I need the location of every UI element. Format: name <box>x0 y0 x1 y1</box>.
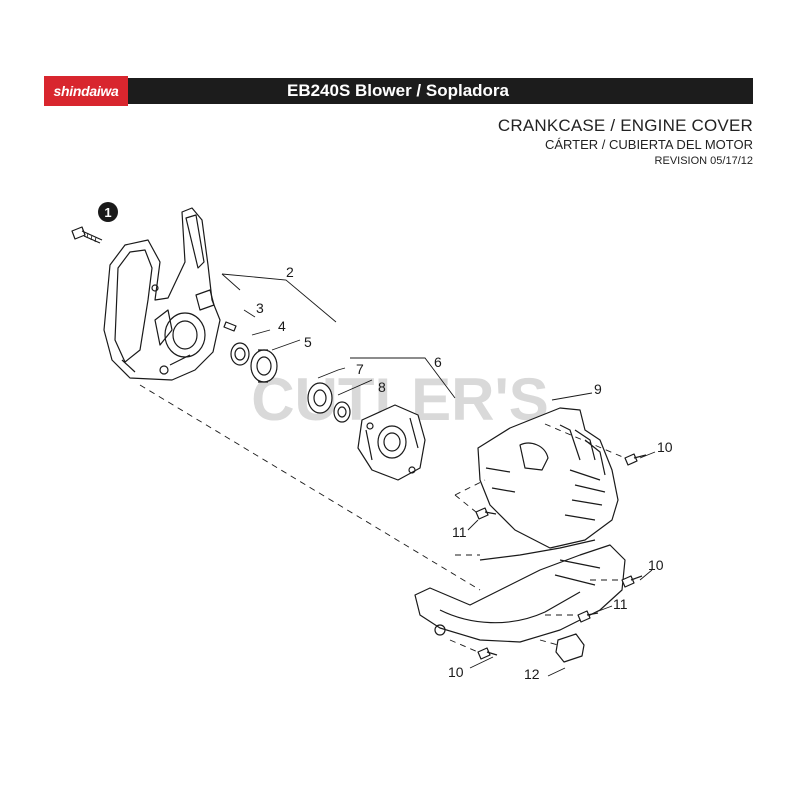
part-crankcase-half <box>103 207 221 381</box>
assembly-lines <box>139 384 626 653</box>
callout-10-middle: 10 <box>648 557 664 573</box>
part-bearing-5 <box>250 349 278 383</box>
callout-10-upper: 10 <box>657 439 673 455</box>
screw-10-middle <box>621 575 643 588</box>
part-bearing-7 <box>307 382 333 414</box>
part-oil-seal-8 <box>333 401 351 423</box>
callout-11-upper: 11 <box>452 524 467 540</box>
callout-12: 12 <box>524 666 540 682</box>
part-pad-12 <box>555 633 585 663</box>
callout-6: 6 <box>434 354 442 370</box>
callout-11-lower: 11 <box>613 596 628 612</box>
part-engine-cover-9 <box>477 407 619 549</box>
page-title: EB240S Blower / Sopladora <box>286 81 509 100</box>
callout-1-badge: 1 <box>98 202 118 222</box>
screw-11-upper <box>475 507 497 520</box>
revision-date: REVISION 05/17/12 <box>654 155 753 167</box>
header-bar <box>44 78 753 104</box>
part-bolt-1 <box>71 226 103 244</box>
shindaiwa-logo: shindaiwa <box>44 76 128 106</box>
callout-5: 5 <box>304 334 312 350</box>
leader-lines <box>221 273 656 677</box>
part-oil-seal-4 <box>230 342 250 366</box>
part-crankcase-6 <box>357 404 426 481</box>
callout-3: 3 <box>256 300 264 316</box>
callout-8: 8 <box>378 379 386 395</box>
screw-10-upper <box>624 453 647 466</box>
part-lower-shroud <box>414 539 626 643</box>
part-pin-3 <box>223 321 237 332</box>
callout-4: 4 <box>278 318 286 334</box>
callout-1: 1 <box>104 205 111 220</box>
callout-9: 9 <box>594 381 602 397</box>
section-subtitle: CÁRTER / CUBIERTA DEL MOTOR <box>544 137 753 152</box>
section-title: CRANKCASE / ENGINE COVER <box>497 116 753 135</box>
callout-7: 7 <box>356 361 364 377</box>
brand-logo-text: shindaiwa <box>53 83 119 99</box>
callout-10-lower: 10 <box>448 664 464 680</box>
screw-11-lower <box>577 610 599 623</box>
screw-10-lower <box>477 647 498 660</box>
callout-2: 2 <box>286 264 294 280</box>
